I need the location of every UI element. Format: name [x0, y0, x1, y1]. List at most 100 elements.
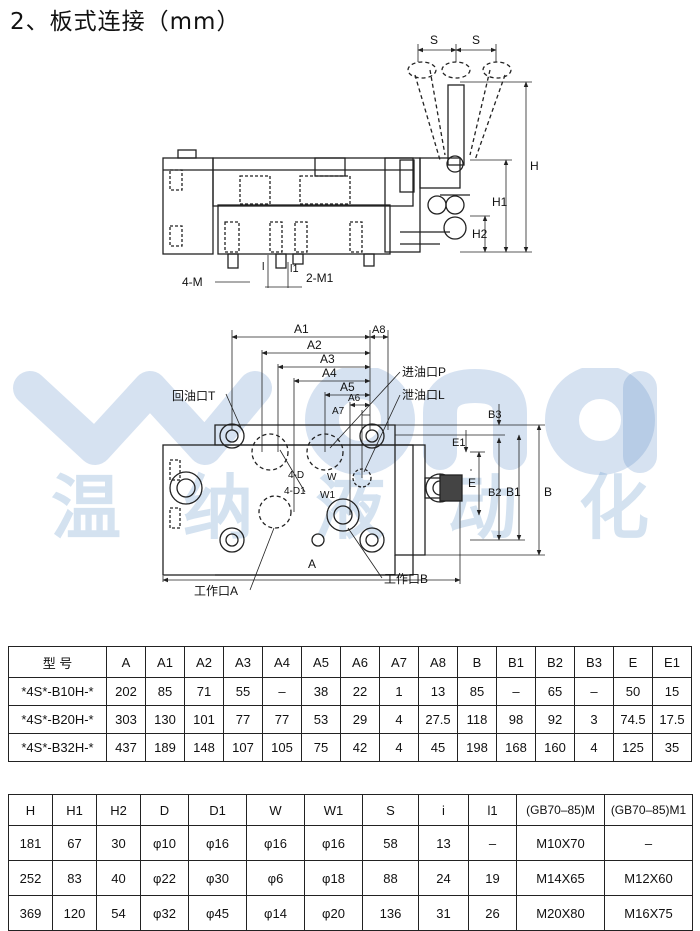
table-cell: 31 — [418, 895, 469, 931]
table-cell: 1 — [379, 677, 419, 706]
label-a6: A6 — [348, 393, 361, 404]
table-cell: 101 — [184, 705, 224, 734]
label-a8: A8 — [372, 324, 385, 336]
table-cell: 27.5 — [418, 705, 458, 734]
table-header-row: 型 号 A A1 A2 A3 A4 A5 A6 A7 A8 B B1 B2 B3… — [8, 646, 692, 678]
table-header-cell: H — [8, 794, 53, 826]
table-header-cell: E1 — [652, 646, 692, 678]
dimension-table-2: H H1 H2 D D1 W W1 S i l1 (GB70–85)M (GB7… — [8, 794, 693, 931]
table-cell: 4 — [379, 705, 419, 734]
table-cell: 40 — [96, 860, 141, 896]
table-header-cell: (GB70–85)M — [516, 794, 605, 826]
label-a4: A4 — [322, 366, 337, 380]
table-cell: 369 — [8, 895, 53, 931]
handle-lever — [447, 84, 465, 166]
table-cell: 17.5 — [652, 705, 692, 734]
table-cell: – — [468, 825, 517, 861]
label-l1: l1 — [290, 263, 299, 275]
table-cell: 54 — [96, 895, 141, 931]
table-cell: 85 — [457, 677, 497, 706]
table-cell: 13 — [418, 677, 458, 706]
plate-outline — [162, 444, 414, 576]
table-cell: M14X65 — [516, 860, 605, 896]
table-cell: M20X80 — [516, 895, 605, 931]
label-work-b: 工作口B — [384, 572, 428, 586]
table-cell: *4S*-B10H-* — [8, 677, 107, 706]
table-header-cell: A5 — [301, 646, 341, 678]
table-cell: 189 — [145, 733, 185, 762]
table-cell: 202 — [106, 677, 146, 706]
label-return-port: 回油口T — [172, 389, 216, 403]
table-header-cell: l1 — [468, 794, 517, 826]
table-cell: 58 — [362, 825, 419, 861]
table-row: *4S*-B10H-* 202 85 71 55 – 38 22 1 13 85… — [8, 677, 692, 706]
table-cell: φ30 — [188, 860, 247, 896]
table-header-cell: H2 — [96, 794, 141, 826]
table-header-cell: A2 — [184, 646, 224, 678]
table-cell: 22 — [340, 677, 380, 706]
table-cell: 55 — [223, 677, 263, 706]
label-w: W — [327, 472, 337, 483]
table-header-cell: A3 — [223, 646, 263, 678]
label-a: A — [308, 557, 316, 571]
table-cell: φ45 — [188, 895, 247, 931]
table-cell: 45 — [418, 733, 458, 762]
table-cell: 168 — [496, 733, 536, 762]
label-w1: W1 — [320, 490, 335, 501]
label-4d1: 4-D1 — [284, 486, 306, 497]
table-header-cell: A8 — [418, 646, 458, 678]
table-header-cell: A — [106, 646, 146, 678]
table-cell: 75 — [301, 733, 341, 762]
table-header-cell: A6 — [340, 646, 380, 678]
table-cell: 77 — [223, 705, 263, 734]
table-cell: 181 — [8, 825, 53, 861]
table-cell: 53 — [301, 705, 341, 734]
table-cell: 30 — [96, 825, 141, 861]
label-2m1: 2-M1 — [306, 271, 334, 285]
table-header-cell: D1 — [188, 794, 247, 826]
table-cell: – — [262, 677, 302, 706]
table-header-cell: A4 — [262, 646, 302, 678]
table-cell: φ22 — [140, 860, 189, 896]
table-cell: 92 — [535, 705, 575, 734]
label-a5: A5 — [340, 380, 355, 394]
table-cell: φ20 — [304, 895, 363, 931]
table-header-cell: D — [140, 794, 189, 826]
table-cell: φ16 — [188, 825, 247, 861]
table-cell: 4 — [379, 733, 419, 762]
table-row: *4S*-B20H-* 303 130 101 77 77 53 29 4 27… — [8, 705, 692, 734]
side-lower-body — [217, 204, 391, 255]
label-l: l — [262, 261, 264, 273]
label-work-a: 工作口A — [194, 584, 238, 598]
table-header-cell: B3 — [574, 646, 614, 678]
label-b: B — [544, 485, 552, 499]
table-cell: *4S*-B32H-* — [8, 733, 107, 762]
table-cell: 74.5 — [613, 705, 653, 734]
table-cell: M16X75 — [604, 895, 693, 931]
table-header-cell: W — [246, 794, 305, 826]
label-s1: S — [430, 33, 438, 47]
table-cell: 437 — [106, 733, 146, 762]
table-cell: 148 — [184, 733, 224, 762]
table-row: *4S*-B32H-* 437 189 148 107 105 75 42 4 … — [8, 733, 692, 762]
label-b3: B3 — [488, 409, 501, 421]
table-row: 181 67 30 φ10 φ16 φ16 φ16 58 13 – M10X70… — [8, 825, 693, 861]
label-4d: 4-D — [288, 470, 304, 481]
table-header-row: H H1 H2 D D1 W W1 S i l1 (GB70–85)M (GB7… — [8, 794, 693, 826]
table-cell: φ6 — [246, 860, 305, 896]
label-inlet-port: 进油口P — [402, 365, 446, 379]
label-b2: B2 — [488, 487, 501, 499]
table-cell: φ32 — [140, 895, 189, 931]
table-cell: 303 — [106, 705, 146, 734]
label-h1: H1 — [492, 195, 508, 209]
table-cell: 3 — [574, 705, 614, 734]
table-cell: 88 — [362, 860, 419, 896]
table-header-cell: (GB70–85)M1 — [604, 794, 693, 826]
table-cell: 42 — [340, 733, 380, 762]
table-cell: 105 — [262, 733, 302, 762]
page-title: 2、板式连接（mm） — [10, 9, 241, 35]
table-cell: 198 — [457, 733, 497, 762]
table-header-cell: B2 — [535, 646, 575, 678]
side-view — [162, 44, 532, 288]
table-cell: 71 — [184, 677, 224, 706]
